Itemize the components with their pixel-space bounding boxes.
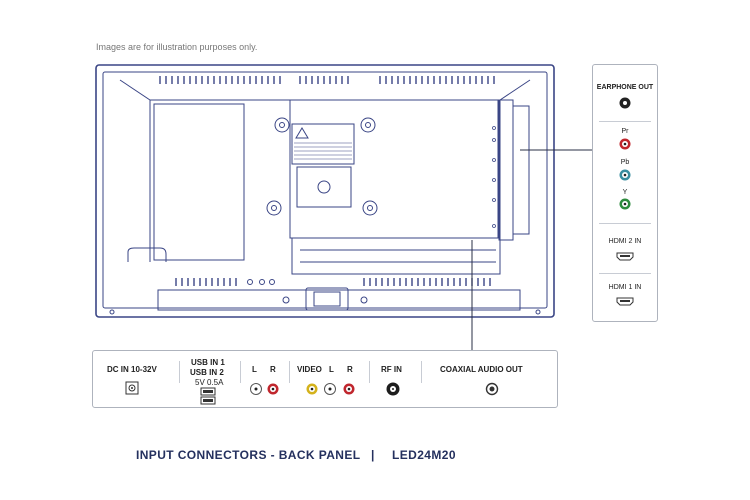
disclaimer-text: Images are for illustration purposes onl…: [96, 42, 258, 52]
power-socket: [305, 287, 349, 311]
bottom-connector-panel: DC IN 10-32V USB IN 1 USB IN 2 5V 0.5A L…: [92, 350, 558, 408]
audio-r-label: R: [270, 365, 276, 374]
vesa-mount-screws: [266, 117, 378, 216]
bottom-ledge: [157, 289, 521, 311]
dc-in-jack-icon: [125, 381, 139, 395]
footer-title: INPUT CONNECTORS - BACK PANEL: [136, 448, 361, 462]
center-mount-plate: [296, 166, 352, 208]
side-connector-panel: EARPHONE OUT Pr Pb Y HDMI 2 IN HDMI 1 IN: [592, 64, 658, 322]
pb-jack-icon: [619, 169, 631, 181]
usb-in-1-label: USB IN 1: [191, 358, 225, 367]
tv-back-shell: [119, 79, 531, 101]
hdmi1-label: HDMI 1 IN: [608, 284, 642, 291]
hdmi2-port-icon: [616, 252, 634, 261]
left-panel: [153, 103, 245, 261]
video-r-label: R: [347, 365, 353, 374]
usb-in-2-label: USB IN 2: [190, 368, 224, 377]
hdmi2-label: HDMI 2 IN: [608, 238, 642, 245]
av-in-jacks-icon: [306, 383, 355, 395]
video-l-label: L: [329, 365, 334, 374]
footer-model: LED24M20: [392, 448, 456, 462]
pr-label: Pr: [621, 128, 629, 135]
hdmi1-port-icon: [616, 297, 634, 306]
caution-label-box: [291, 123, 355, 165]
earphone-jack-icon: [619, 97, 631, 109]
coaxial-jack-icon: [485, 382, 499, 396]
bottom-connector-bay: [291, 237, 501, 275]
video-label: VIDEO: [297, 365, 322, 374]
right-connector-strip: [498, 99, 514, 241]
dc-in-label: DC IN 10-32V: [107, 365, 157, 374]
y-jack-icon: [619, 198, 631, 210]
earphone-out-label: EARPHONE OUT: [596, 84, 654, 91]
pr-jack-icon: [619, 138, 631, 150]
left-foot: [127, 247, 167, 262]
coaxial-audio-out-label: COAXIAL AUDIO OUT: [440, 365, 523, 374]
y-label: Y: [622, 189, 628, 196]
tv-inner-frame: [102, 71, 548, 309]
tv-outer-frame: [95, 64, 555, 318]
usb-ports-icon: [200, 387, 216, 405]
top-vents: [159, 76, 495, 84]
main-board: [289, 99, 499, 239]
audio-in-jacks-icon: [250, 383, 279, 395]
warning-triangle-icon: [295, 127, 309, 139]
bottom-vents: [175, 278, 491, 286]
audio-l-label: L: [252, 365, 257, 374]
rf-in-jack-icon: [386, 382, 400, 396]
rf-in-label: RF IN: [381, 365, 402, 374]
usb-rating-label: 5V 0.5A: [195, 378, 224, 387]
pb-label: Pb: [620, 159, 630, 166]
footer-separator: |: [371, 448, 375, 462]
